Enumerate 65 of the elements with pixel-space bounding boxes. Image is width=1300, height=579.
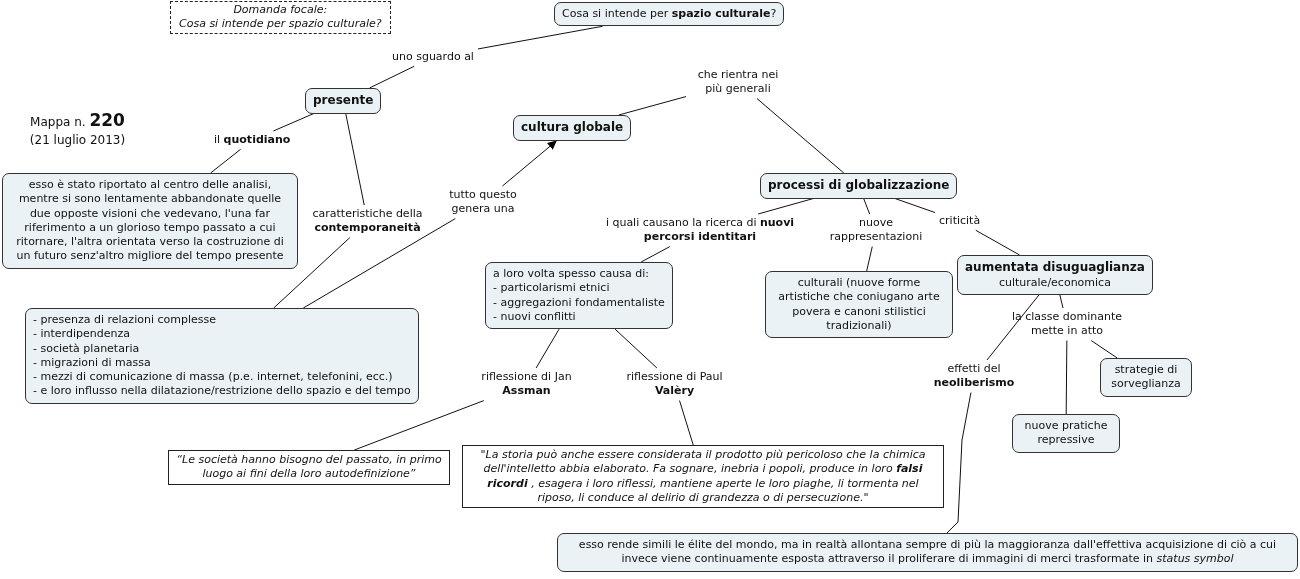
concept-box: esso rende simili le élite del mondo, ma in realtà allontana sempre di più la maggioranza dall'effettiva acquisizione di ciò a cui invece viene continuamente esposta attraverso il proliferare di immagini di merci trasformate in status symbol xyxy=(557,533,1298,572)
connector-line xyxy=(986,294,1040,361)
linking-phrase: tutto questo genera una xyxy=(438,188,528,217)
quote-box: "La storia può anche essere considerata il prodotto più pericoloso che la chimica dell'intelletto abbia elaborato. Fa sognare, inebria i popoli, produce in loro falsi ricordi , esagera i loro riflessi, mantiene aperte le loro piaghe, li tormenta nel riposo, li conduce al delirio di grandezza o di persecuzione." xyxy=(462,445,944,509)
intro-text: a loro volta spesso causa di: xyxy=(493,267,651,282)
quote-box: “Le società hanno bisogno del passato, in primo luogo ai fini della loro autodefinizione” xyxy=(168,450,450,485)
concept-box: strategie di sorveglianza xyxy=(1100,358,1192,397)
connector-line xyxy=(614,328,658,369)
list-item: - interdipendenza xyxy=(33,327,131,342)
concept-box: presente xyxy=(305,88,382,114)
linking-phrase: che rientra nei più generali xyxy=(688,68,788,97)
connector-line xyxy=(345,113,365,206)
linking-phrase: riflessione di Paul Valèry xyxy=(622,370,727,399)
connector-line xyxy=(353,400,485,451)
connector-line xyxy=(210,148,242,174)
connector-line xyxy=(866,246,873,272)
linking-phrase: i quali causano la ricerca di nuovi percorsi identitari xyxy=(600,216,800,245)
connector-line xyxy=(535,328,560,369)
connector-line xyxy=(477,25,603,50)
focus-question-box xyxy=(170,1,391,34)
linking-phrase: nuove rappresentazioni xyxy=(826,216,926,245)
connector-line xyxy=(946,392,972,534)
list-item: - aggregazioni fondamentaliste xyxy=(493,295,665,310)
concept-box xyxy=(957,255,1153,295)
concept-box: esso è stato riportato al centro delle analisi, mentre si sono lentamente abbandonate quelle due opposte visioni che vedevano, l'una far riferimento a un glorioso tempo passato a cui ritornare, l'altra orientata verso la costruzione di un futuro senz'altro migliore del tempo presente xyxy=(2,173,298,269)
connector-line xyxy=(1059,294,1064,309)
connector-line xyxy=(618,96,687,116)
concept-box: Cosa si intende per spazio culturale? xyxy=(554,2,785,27)
linking-phrase: effetti del neoliberismo xyxy=(928,362,1020,391)
linking-phrase: caratteristiche della contemporaneità xyxy=(300,207,435,236)
list-item: - particolarismi etnici xyxy=(493,281,611,296)
arrow xyxy=(502,140,558,187)
concept-box xyxy=(485,262,673,330)
question-text: Cosa si intende per spazio culturale? xyxy=(179,17,382,32)
connector-line xyxy=(302,218,456,309)
linking-phrase: la classe dominante mette in atto xyxy=(1008,310,1126,339)
connector-line xyxy=(273,237,351,309)
concept-box: culturali (nuove forme artistiche che coniugano arte povera e canoni stilistici tradizionali) xyxy=(765,271,953,339)
concept-box xyxy=(25,308,419,404)
list-item: - presenza di relazioni complesse xyxy=(33,313,217,328)
concept-subtitle: culturale/economica xyxy=(997,275,1112,290)
list-item: - migrazioni di massa xyxy=(33,355,152,371)
map-date: (21 luglio 2013) xyxy=(28,133,127,147)
heading-text: Domanda focale: xyxy=(232,3,329,18)
connector-line xyxy=(1090,340,1118,359)
concept-title: aumentata disuguaglianza xyxy=(965,260,1145,276)
connector-line xyxy=(369,65,415,89)
linking-phrase: uno sguardo al xyxy=(390,50,476,65)
connector-line xyxy=(863,198,871,215)
linking-phrase: il quotidiano xyxy=(212,133,293,148)
list-item: - nuovi conflitti xyxy=(493,309,577,325)
connector-line xyxy=(640,246,671,263)
concept-box: nuove pratiche repressive xyxy=(1012,414,1120,453)
connector-line xyxy=(756,98,845,174)
connector-line xyxy=(1065,340,1068,415)
connector-line xyxy=(679,400,694,446)
linking-phrase: criticità xyxy=(937,214,983,229)
linking-phrase: riflessione di Jan Assman xyxy=(474,370,579,399)
connector-line xyxy=(975,229,1021,256)
list-item: - mezzi di comunicazione di massa (p.e. internet, telefonini, ecc.) xyxy=(33,370,394,385)
map-number: Mappa n. 220 xyxy=(29,110,126,130)
concept-box: cultura globale xyxy=(513,115,632,141)
list-item: - società planetaria xyxy=(33,341,141,356)
list-item: - e loro influsso nella dilatazione/restrizione dello spazio e del tempo xyxy=(33,384,411,399)
concept-box: processi di globalizzazione xyxy=(760,173,958,199)
